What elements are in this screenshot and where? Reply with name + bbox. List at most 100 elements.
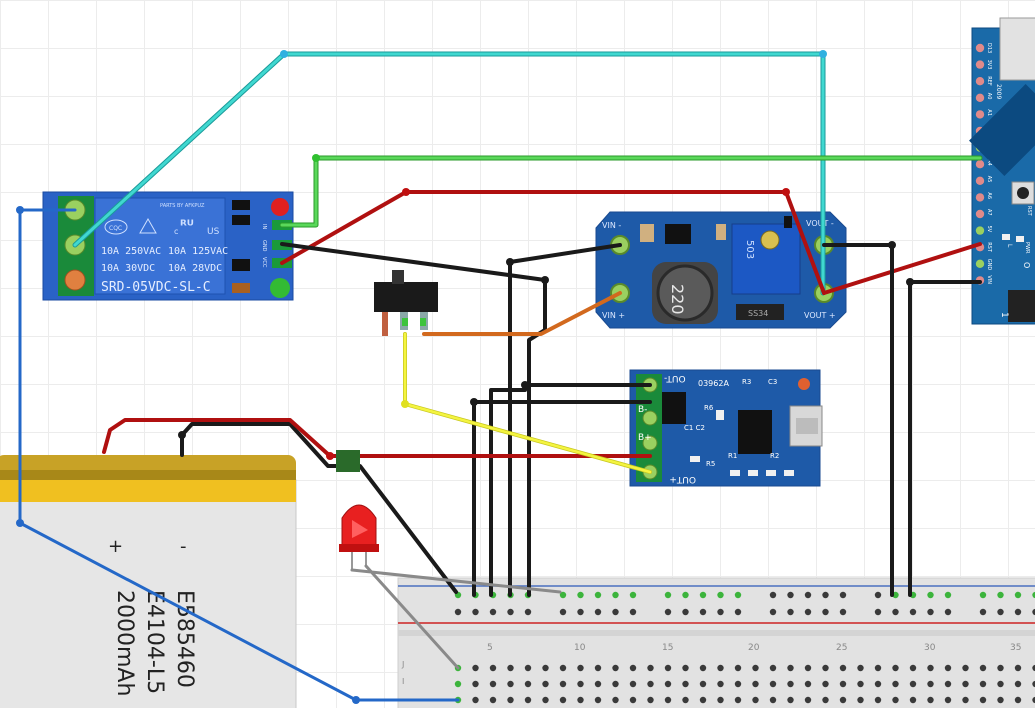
- nano-pin-a1: [975, 110, 985, 119]
- nano-pin-d13: [975, 43, 985, 53]
- breadboard-hole: [559, 696, 567, 704]
- breadboard-hole: [717, 696, 724, 704]
- breadboard-hole: [822, 608, 829, 616]
- battery-line-2: E4104-L5: [142, 590, 167, 694]
- relay-rating-2: 10A 125VAC: [168, 246, 228, 257]
- breadboard-hole: [927, 680, 934, 688]
- breadboard-hole: [594, 664, 602, 672]
- breadboard-hole: [629, 591, 637, 599]
- relay-terminal-nc: [64, 269, 86, 291]
- battery-line-3: 2000mAh: [112, 590, 137, 696]
- nano-pin-label: A0: [986, 93, 992, 100]
- breadboard-hole: [892, 608, 899, 616]
- breadboard-hole: [664, 680, 672, 688]
- breadboard-hole: [979, 664, 987, 672]
- wire-black-charger-out: [489, 383, 652, 597]
- breadboard-hole: [962, 680, 969, 688]
- breadboard-hole: [647, 664, 654, 672]
- relay-smd-4: [232, 283, 250, 293]
- wire-red-relay: [280, 190, 826, 295]
- breadboard-hole: [699, 591, 707, 599]
- wire-gray-led-2: [364, 564, 460, 670]
- charger-label-c1c2: C1 C2: [684, 424, 705, 432]
- breadboard-hole: [1032, 608, 1035, 616]
- breadboard-hole: [857, 664, 864, 672]
- breadboard-hole: [507, 696, 514, 704]
- relay-led-green: [270, 278, 290, 298]
- cqc-logo: [104, 219, 128, 235]
- charger-led-pad: [798, 378, 810, 390]
- breadboard-column-numbers: 5 10 15 20 25 30 35: [487, 643, 1021, 653]
- breadboard-hole: [577, 664, 584, 672]
- breadboard-hole: [979, 696, 987, 704]
- charger-label-r2: R2: [770, 452, 779, 460]
- breadboard-hole: [734, 608, 742, 616]
- breadboard-hole: [664, 696, 672, 704]
- breadboard-hole: [979, 608, 987, 616]
- breadboard-hole: [612, 591, 619, 599]
- breadboard-hole: [542, 664, 549, 672]
- wire-orange: [422, 291, 622, 336]
- nano-pin-label: RST: [986, 242, 992, 253]
- breadboard-hole: [524, 680, 532, 688]
- breadboard-hole: [1014, 591, 1022, 599]
- nano-pin-label: D13: [986, 43, 992, 53]
- breadboard-hole: [454, 680, 462, 688]
- relay-pin-in: IN: [261, 224, 267, 229]
- wire-red-nano: [822, 242, 982, 295]
- nano-o-label: O: [1022, 262, 1031, 268]
- slide-switch: [374, 270, 438, 336]
- breadboard-hole: [577, 608, 584, 616]
- breadboard-hole: [594, 608, 602, 616]
- breadboard-hole: [489, 696, 497, 704]
- charger-ic-dw01: [662, 392, 686, 424]
- breadboard-hole: [944, 608, 952, 616]
- breadboard-hole: [892, 664, 899, 672]
- breadboard-hole: [927, 591, 934, 599]
- boost-inductor-label: 220: [668, 284, 687, 315]
- joint-blue-2: [16, 519, 24, 527]
- battery-connector: [336, 450, 360, 472]
- col-number-35: 35: [1010, 643, 1021, 653]
- boost-inductor: [656, 264, 714, 322]
- breadboard-hole: [909, 608, 917, 616]
- breadboard: 5 10 15 20 25 30 35 J I: [397, 577, 1035, 708]
- relay-maker: PARTS BY AFKPUZ: [160, 203, 205, 209]
- breadboard-hole: [612, 696, 619, 704]
- breadboard-hole: [559, 608, 567, 616]
- joint-blue-1: [16, 206, 24, 214]
- breadboard-hole: [472, 608, 479, 616]
- nano-pin-label: A6: [986, 192, 992, 199]
- breadboard-hole: [559, 664, 567, 672]
- breadboard-hole: [874, 591, 882, 599]
- breadboard-hole: [699, 696, 707, 704]
- joint-black-5: [888, 241, 896, 249]
- breadboard-hole: [1032, 664, 1035, 672]
- breadboard-hole: [787, 591, 794, 599]
- boost-cap-2: [716, 224, 726, 240]
- breadboard-hole: [594, 680, 602, 688]
- breadboard-hole: [944, 680, 952, 688]
- relay-pin-gnd: GND: [261, 240, 267, 252]
- breadboard-hole: [542, 680, 549, 688]
- col-number-5: 5: [487, 643, 493, 653]
- relay-rating-3: 10A 30VDC: [101, 263, 155, 274]
- breadboard-hole: [1014, 608, 1022, 616]
- breadboard-hole: [682, 680, 689, 688]
- breadboard-hole: [647, 696, 654, 704]
- breadboard-hole: [507, 680, 514, 688]
- wires: [18, 51, 983, 702]
- nano-pin-a6: [975, 193, 985, 202]
- col-number-15: 15: [662, 643, 673, 653]
- wire-green-core: [280, 156, 982, 227]
- breadboard-hole: [682, 696, 689, 704]
- breadboard-hole: [1032, 680, 1035, 688]
- boost-cap-1: [640, 224, 654, 242]
- breadboard-hole: [892, 680, 899, 688]
- breadboard-hole: [769, 591, 777, 599]
- breadboard-hole: [787, 664, 794, 672]
- breadboard-hole: [664, 608, 672, 616]
- breadboard-hole: [909, 664, 917, 672]
- joint-red-bat: [326, 452, 334, 460]
- battery-plus-label: +: [108, 536, 123, 557]
